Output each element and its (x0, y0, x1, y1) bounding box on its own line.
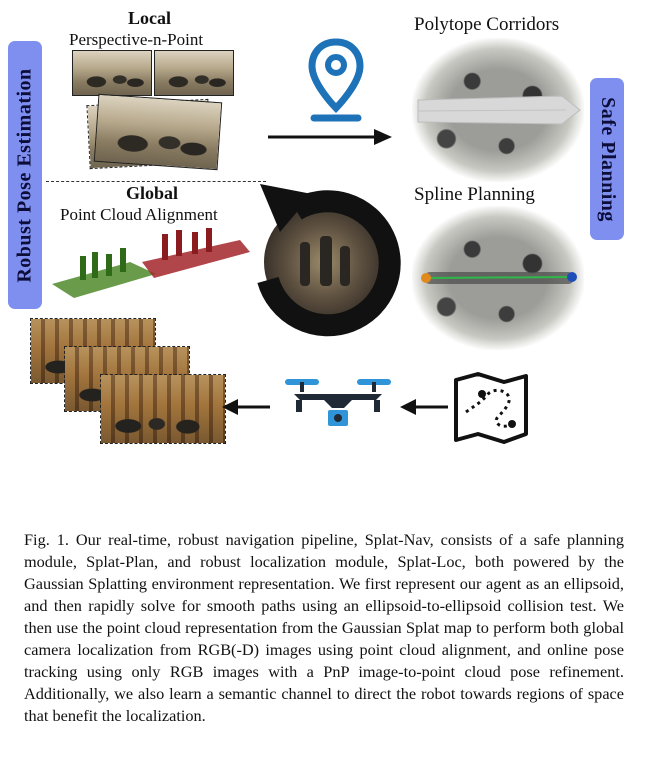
local-global-divider (46, 181, 266, 182)
local-render-image-front (93, 93, 223, 171)
point-cloud-alignment-graphic (52, 228, 250, 298)
drone-icon (285, 379, 391, 426)
polytope-title: Polytope Corridors (414, 14, 560, 35)
refresh-cycle-icon (257, 184, 401, 337)
location-pin-icon (308, 38, 364, 122)
robust-pose-estimation-text: Robust Pose Estimation (13, 67, 36, 283)
route-map-icon (454, 372, 528, 444)
arrow-left-icon-1 (222, 399, 270, 415)
local-query-image-2 (154, 50, 234, 96)
polytope-corridor-shape (417, 95, 581, 125)
arrow-right-icon (268, 129, 392, 145)
local-query-image-1 (72, 50, 152, 96)
spline-path (421, 272, 577, 284)
local-title: Local (128, 8, 171, 28)
spline-title: Spline Planning (414, 184, 535, 205)
figure-caption: Fig. 1. Our real-time, robust navigation… (24, 530, 624, 725)
keyframe-image-3 (100, 374, 226, 444)
arrow-left-icon-2 (400, 399, 448, 415)
safe-planning-text: Safe Planning (596, 96, 619, 222)
global-subtitle: Point Cloud Alignment (60, 205, 218, 224)
safe-planning-label: Safe Planning (590, 78, 624, 240)
robust-pose-estimation-label: Robust Pose Estimation (8, 41, 42, 309)
local-subtitle: Perspective-n-Point (69, 30, 204, 49)
global-title: Global (126, 183, 179, 203)
